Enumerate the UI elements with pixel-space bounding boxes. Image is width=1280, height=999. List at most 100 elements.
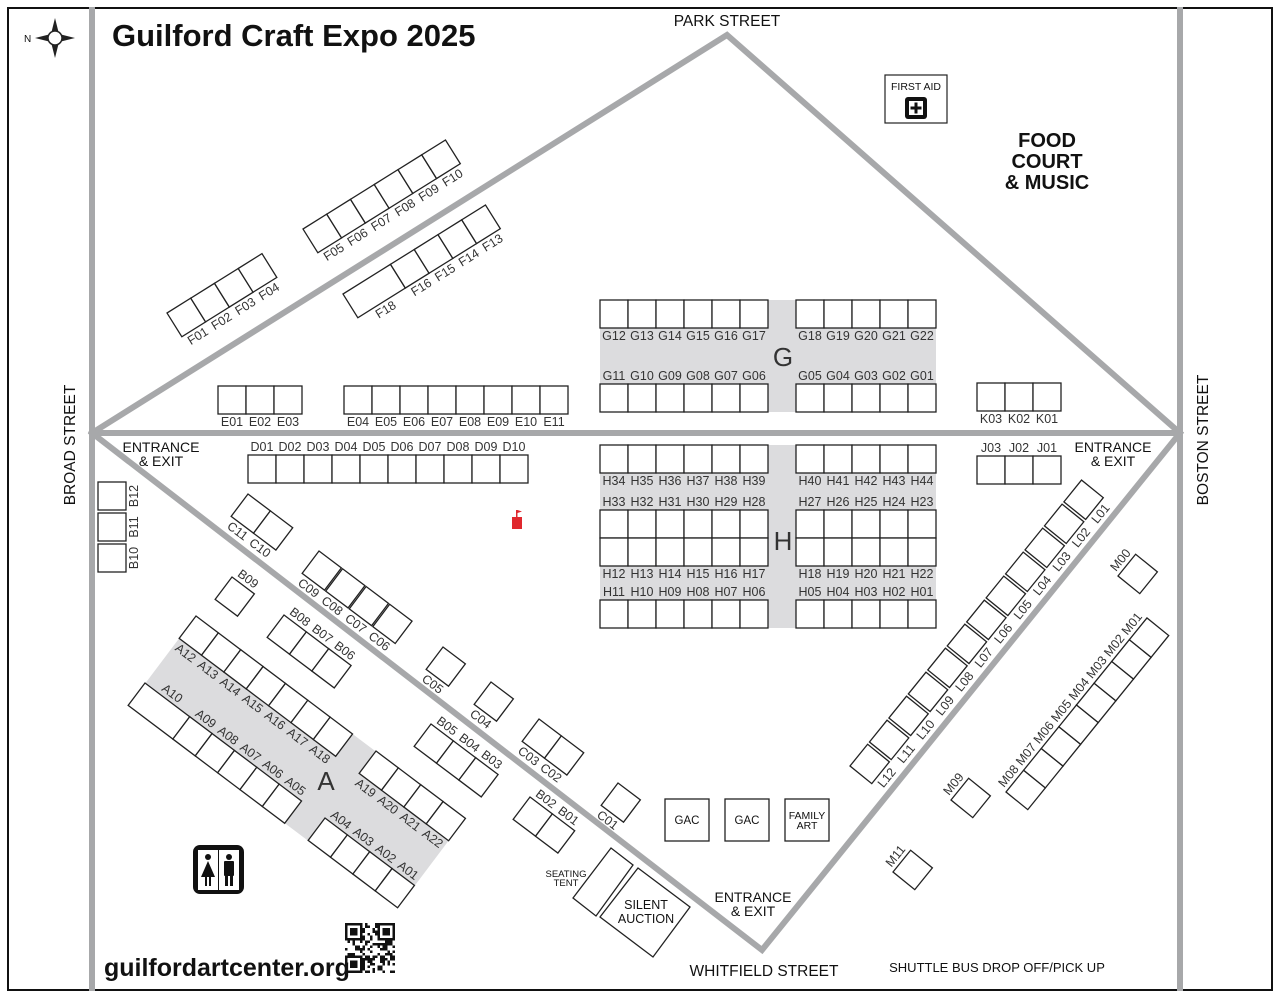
booth-g06[interactable]: G06: [739, 369, 769, 413]
booth-box[interactable]: [851, 299, 881, 329]
booth-box[interactable]: [1004, 455, 1034, 485]
booth-box[interactable]: [387, 454, 417, 484]
booth-box[interactable]: [599, 599, 629, 629]
booth-box[interactable]: [425, 800, 467, 842]
booth-box[interactable]: [539, 385, 569, 415]
booth-box[interactable]: [97, 481, 127, 511]
family-art-tent[interactable]: FAMILY ART: [784, 798, 830, 842]
booth-box[interactable]: [683, 383, 713, 413]
booth-h18[interactable]: H18: [795, 537, 825, 581]
booth-h31[interactable]: H31: [655, 495, 685, 539]
booth-h17[interactable]: H17: [739, 537, 769, 581]
booth-box[interactable]: [946, 623, 988, 665]
booth-box[interactable]: [534, 812, 576, 854]
booth-e10[interactable]: E10: [511, 385, 541, 429]
booth-box[interactable]: [599, 537, 629, 567]
booth-box[interactable]: [879, 383, 909, 413]
booth-b01[interactable]: B01: [534, 802, 584, 854]
booth-box[interactable]: [627, 537, 657, 567]
booth-box[interactable]: [683, 537, 713, 567]
booth-box[interactable]: [275, 454, 305, 484]
booth-h15[interactable]: H15: [683, 537, 713, 581]
seating-tent[interactable]: SEATING TENT: [546, 847, 634, 917]
booth-box[interactable]: [655, 537, 685, 567]
booth-d01[interactable]: D01: [247, 440, 277, 484]
booth-h10[interactable]: H10: [627, 585, 657, 629]
booth-box[interactable]: [907, 671, 949, 713]
booth-box[interactable]: [599, 383, 629, 413]
booth-box[interactable]: [627, 383, 657, 413]
booth-box[interactable]: [399, 385, 429, 415]
booth-g10[interactable]: G10: [627, 369, 657, 413]
booth-c10[interactable]: C10: [244, 509, 294, 562]
booth-box[interactable]: [655, 383, 685, 413]
booth-box[interactable]: [252, 509, 294, 551]
booth-box[interactable]: [599, 509, 629, 539]
booth-g11[interactable]: G11: [599, 369, 629, 413]
booth-h29[interactable]: H29: [711, 495, 741, 539]
booth-box[interactable]: [303, 454, 333, 484]
booth-box[interactable]: [907, 537, 937, 567]
booth-box[interactable]: [795, 599, 825, 629]
booth-b06[interactable]: B06: [310, 637, 360, 689]
booth-h16[interactable]: H16: [711, 537, 741, 581]
booth-box[interactable]: [1004, 382, 1034, 412]
booth-e02[interactable]: E02: [245, 385, 275, 429]
booth-h22[interactable]: H22: [907, 537, 937, 581]
booth-c06[interactable]: C06: [364, 603, 413, 655]
booth-h23[interactable]: H23: [907, 495, 937, 539]
booth-box[interactable]: [851, 444, 881, 474]
booth-box[interactable]: [739, 599, 769, 629]
booth-box[interactable]: [1004, 551, 1046, 593]
booth-box[interactable]: [907, 509, 937, 539]
booth-box[interactable]: [1062, 479, 1105, 521]
booth-e11[interactable]: E11: [539, 385, 569, 429]
booth-g18[interactable]: G18: [795, 299, 825, 343]
booth-d02[interactable]: D02: [275, 440, 305, 484]
booth-d10[interactable]: D10: [499, 440, 529, 484]
booth-box[interactable]: [1032, 382, 1062, 412]
booth-box[interactable]: [237, 252, 278, 294]
booth-box[interactable]: [214, 576, 256, 618]
booth-box[interactable]: [1024, 527, 1066, 569]
booth-g15[interactable]: G15: [683, 299, 713, 343]
booth-d05[interactable]: D05: [359, 440, 389, 484]
booth-box[interactable]: [683, 444, 713, 474]
booth-box[interactable]: [655, 444, 685, 474]
booth-h20[interactable]: H20: [851, 537, 881, 581]
booth-d04[interactable]: D04: [331, 440, 361, 484]
restroom-icon[interactable]: [193, 845, 244, 894]
booth-box[interactable]: [245, 385, 275, 415]
booth-box[interactable]: [627, 444, 657, 474]
booth-box[interactable]: [711, 299, 741, 329]
booth-e04[interactable]: E04: [343, 385, 373, 429]
booth-e03[interactable]: E03: [273, 385, 303, 429]
booth-box[interactable]: [711, 509, 741, 539]
booth-box[interactable]: [965, 599, 1007, 641]
booth-a05[interactable]: A05: [261, 772, 310, 825]
booth-g13[interactable]: G13: [627, 299, 657, 343]
booth-h37[interactable]: H37: [683, 444, 713, 488]
booth-box[interactable]: [879, 537, 909, 567]
booth-box[interactable]: [739, 537, 769, 567]
booth-h40[interactable]: H40: [795, 444, 825, 488]
booth-box[interactable]: [711, 383, 741, 413]
booth-box[interactable]: [443, 454, 473, 484]
booth-f06[interactable]: F06: [325, 198, 374, 250]
booth-box[interactable]: [887, 695, 930, 737]
booth-box[interactable]: [683, 509, 713, 539]
booth-box[interactable]: [739, 299, 769, 329]
booth-c08[interactable]: C08: [317, 567, 366, 620]
booth-g03[interactable]: G03: [851, 369, 881, 413]
booth-g09[interactable]: G09: [655, 369, 685, 413]
booth-m01[interactable]: M01: [1118, 608, 1170, 659]
booth-h24[interactable]: H24: [879, 495, 909, 539]
booth-h01[interactable]: H01: [907, 585, 937, 629]
booth-box[interactable]: [310, 647, 352, 689]
booth-h38[interactable]: H38: [711, 444, 741, 488]
booth-box[interactable]: [683, 599, 713, 629]
booth-g05[interactable]: G05: [795, 369, 825, 413]
booth-d09[interactable]: D09: [471, 440, 501, 484]
booth-box[interactable]: [739, 509, 769, 539]
booth-box[interactable]: [683, 299, 713, 329]
